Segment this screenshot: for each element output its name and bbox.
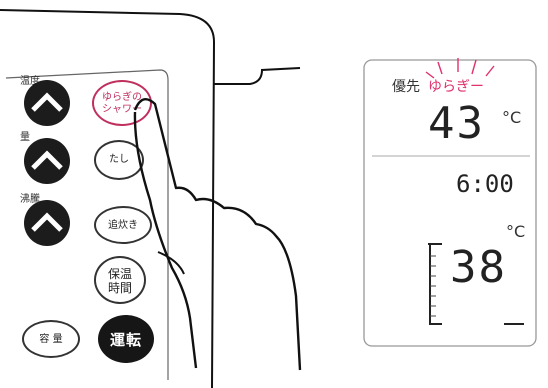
hoon-button[interactable]: 保温 時間 [94, 256, 146, 304]
main-temperature: 43 [428, 98, 485, 149]
label-volume: 量 [20, 132, 30, 143]
oikae-button[interactable]: 追炊き [94, 206, 152, 244]
chevron-up-icon [31, 212, 63, 232]
yuragi-shower-button[interactable]: ゆらぎの シャワー [92, 80, 152, 126]
yuragi-indicator: ゆらぎー [428, 79, 484, 95]
label-boil: 沸騰 [20, 194, 40, 205]
unit-celsius-2: °C [506, 222, 526, 241]
bath-temperature: 38 [450, 242, 507, 293]
clock-time: 6:00 [456, 170, 514, 198]
up-button-1[interactable] [24, 80, 70, 126]
up-button-2[interactable] [24, 138, 70, 184]
priority-label: 優先 [392, 79, 420, 95]
ryou-button[interactable]: 容 量 [22, 320, 80, 358]
bath-level-bracket [428, 243, 524, 325]
label-temp: 温度 [20, 76, 40, 87]
tashi-button[interactable]: たし [94, 140, 144, 180]
chevron-up-icon [31, 92, 63, 112]
unit-celsius-1: °C [502, 108, 522, 127]
up-button-3[interactable] [24, 200, 70, 246]
run-button[interactable]: 運転 [98, 315, 154, 363]
sparkle-lines [425, 58, 495, 79]
chevron-up-icon [31, 150, 63, 170]
